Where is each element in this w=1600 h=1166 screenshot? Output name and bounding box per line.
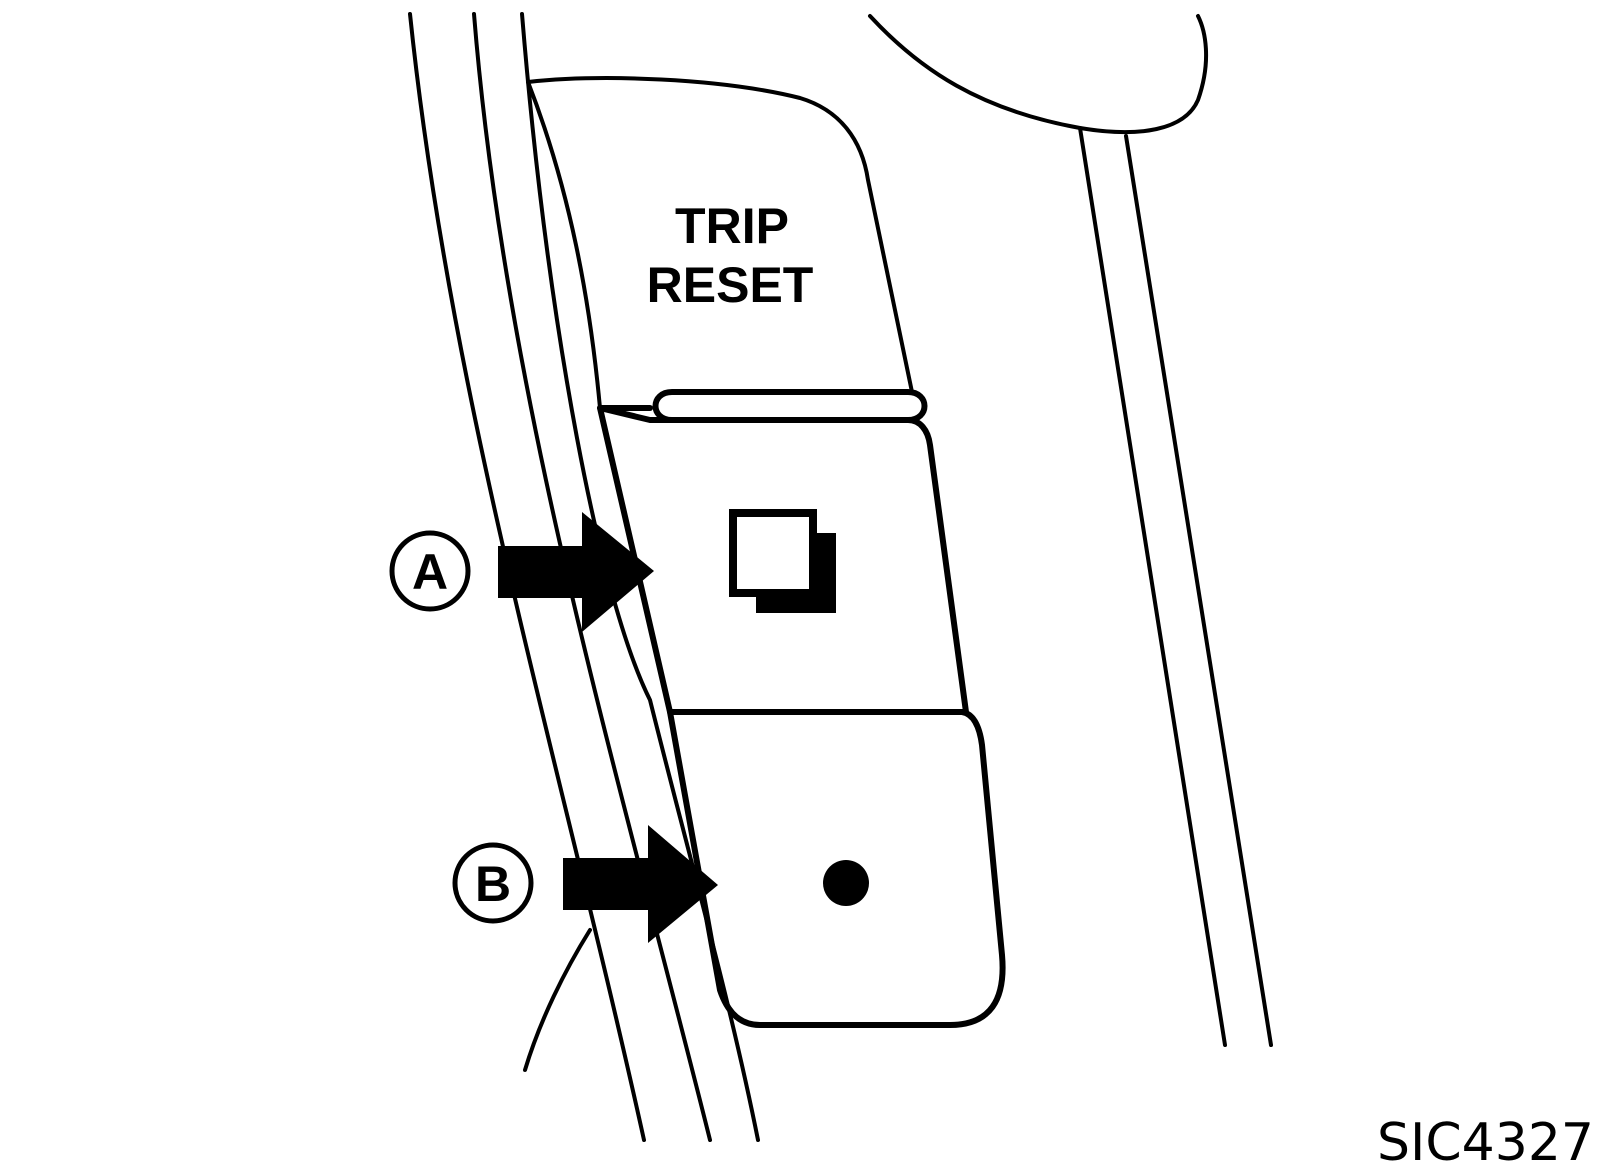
dash-upper-curve (868, 14, 1209, 135)
square-icon (729, 509, 817, 597)
trim-curve-bottom (523, 928, 592, 1072)
callout-a: A (389, 512, 654, 632)
arrow-a-icon (498, 512, 654, 632)
callout-b-letter: B (475, 856, 511, 912)
dash-line-inner (1124, 134, 1273, 1047)
callout-b-circle (452, 842, 534, 924)
panel-divider-rail (652, 389, 928, 423)
panel-left-edge (526, 80, 602, 410)
trim-outline-right (868, 14, 1273, 1047)
dot-icon (823, 860, 869, 906)
button-b[interactable] (667, 708, 1006, 1028)
dash-line-outer (1078, 126, 1227, 1047)
callout-a-circle (389, 530, 471, 612)
trim-line-inner (520, 12, 760, 1142)
panel-top-edge (526, 76, 914, 394)
button-a[interactable] (597, 405, 969, 715)
button-a-outline[interactable] (597, 405, 969, 715)
panel-label-reset: RESET (647, 257, 814, 313)
trip-reset-panel: TRIP RESET (526, 76, 928, 423)
button-b-outline[interactable] (667, 708, 1006, 1028)
callout-b: B (452, 825, 718, 943)
panel-label-trip: TRIP (675, 198, 789, 254)
arrow-b-icon (563, 825, 718, 943)
figure-code: SIC4327 (1377, 1113, 1594, 1166)
callout-a-letter: A (412, 544, 448, 600)
